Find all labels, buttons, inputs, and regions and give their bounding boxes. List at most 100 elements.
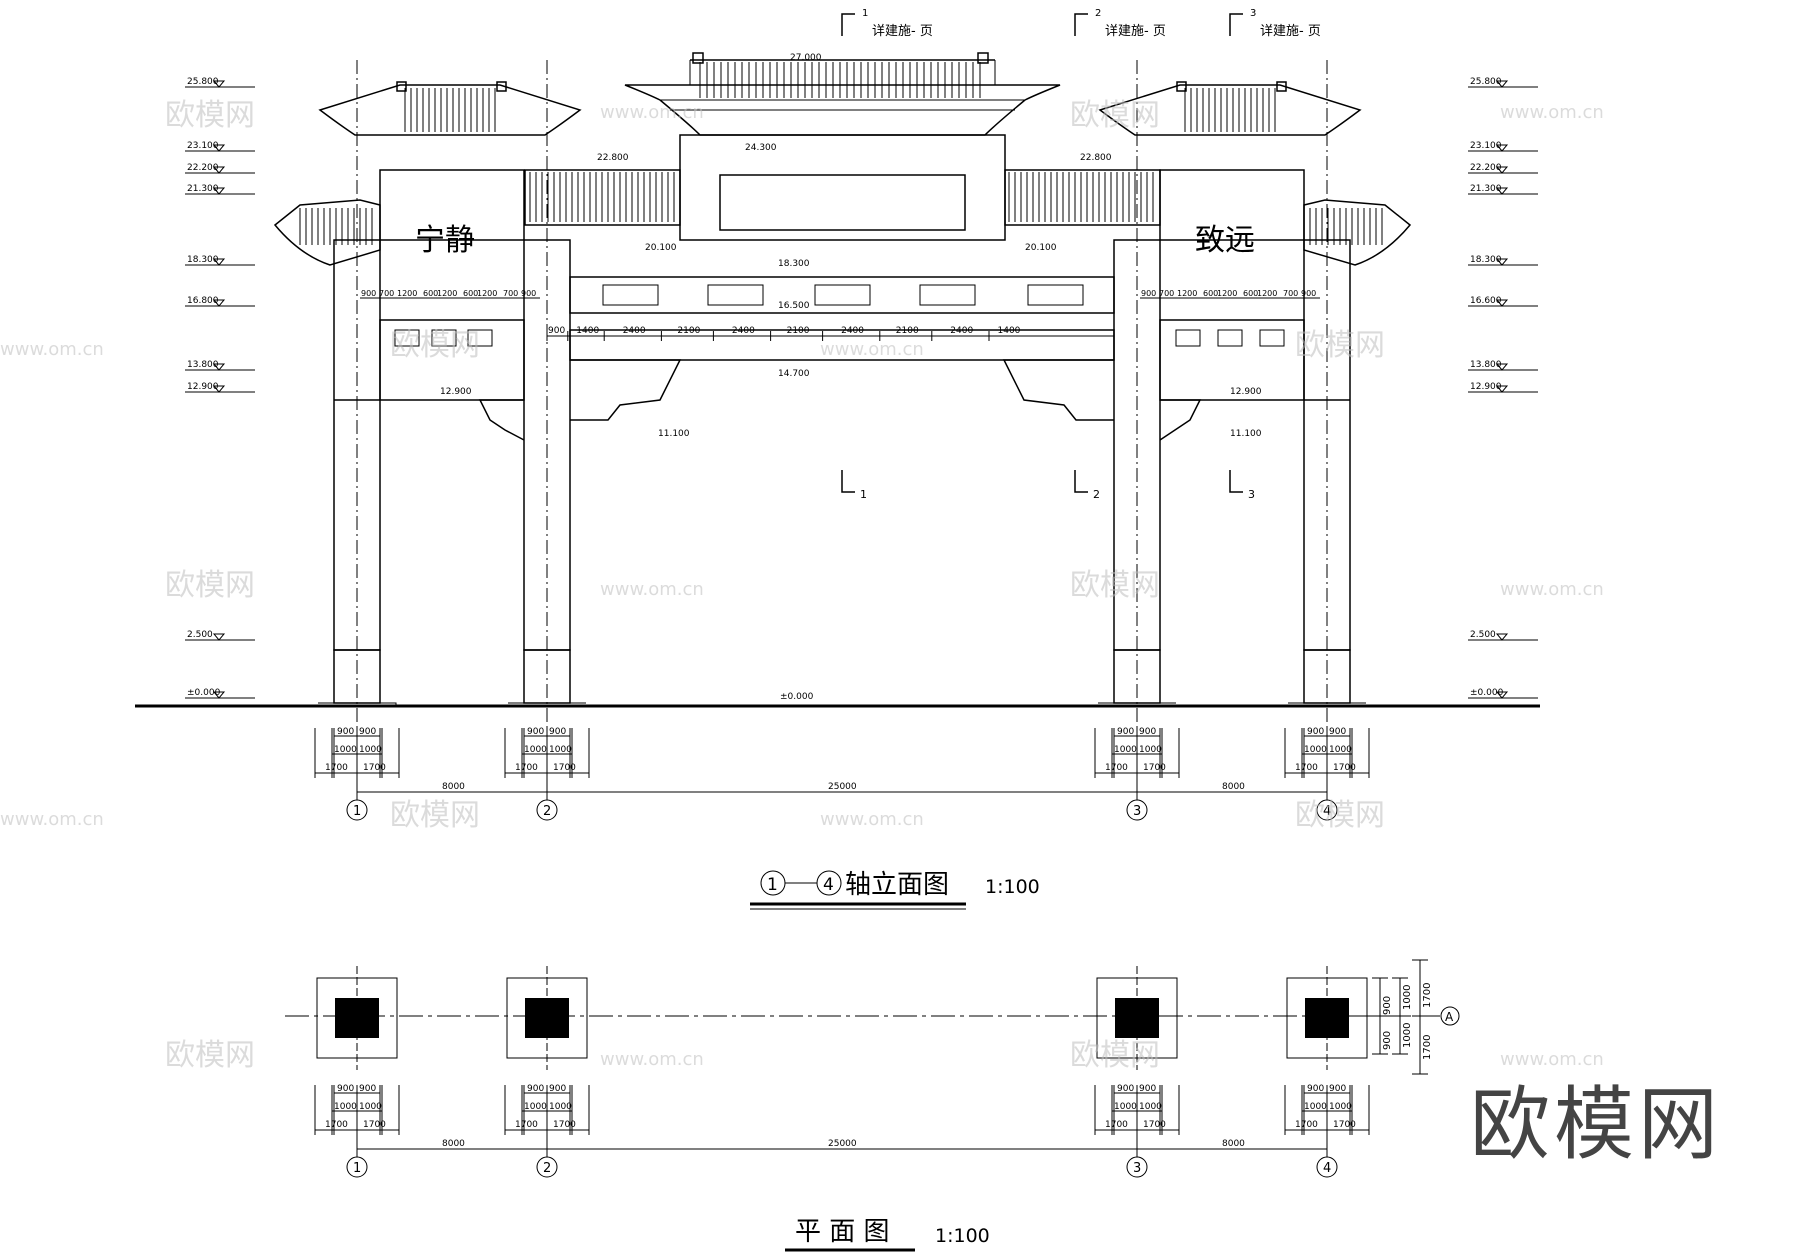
side-dim: 700	[379, 289, 394, 298]
detail-ref-3: 3 详建施- 页	[1229, 8, 1321, 39]
svg-text:4: 4	[823, 875, 834, 895]
svg-text:900: 900	[1382, 1031, 1393, 1050]
svg-text:900: 900	[337, 727, 354, 737]
svg-text:900: 900	[1307, 1084, 1324, 1094]
axis-number: 3	[1133, 804, 1141, 819]
level-label: 13.800	[1470, 360, 1502, 370]
svg-text:www.om.cn: www.om.cn	[1500, 102, 1604, 123]
elevation-title: 1 4 轴立面图 1:100	[750, 870, 1040, 910]
svg-text:1700: 1700	[1295, 763, 1318, 773]
svg-text:900: 900	[337, 1084, 354, 1094]
side-dim: 900	[1301, 289, 1316, 298]
central-roof	[624, 52, 1061, 136]
svg-text:27.000: 27.000	[790, 53, 822, 63]
svg-text:900: 900	[1117, 1084, 1134, 1094]
svg-text:12.900: 12.900	[440, 387, 472, 397]
svg-text:20.100: 20.100	[1025, 243, 1057, 253]
detail-ref-1: 1 详建施- 页	[841, 8, 933, 39]
side-dim: 900	[521, 289, 536, 298]
level-label: 23.100	[187, 141, 219, 151]
svg-text:www.om.cn: www.om.cn	[820, 339, 924, 360]
detail-ref-2: 2 详建施- 页	[1074, 8, 1166, 39]
svg-text:1000: 1000	[334, 1102, 357, 1112]
watermarks: 欧模网欧模网欧模网欧模网欧模网欧模网欧模网欧模网欧模网欧模网www.om.cnw…	[0, 98, 1604, 1073]
svg-text:1: 1	[860, 488, 867, 501]
svg-text:900: 900	[1329, 727, 1346, 737]
side-dim: 900	[361, 289, 376, 298]
svg-text:www.om.cn: www.om.cn	[0, 339, 104, 360]
side-dim: 900	[1141, 289, 1156, 298]
level-label: 16.600	[1470, 296, 1502, 306]
plaque-right-text: 致远	[1195, 223, 1255, 258]
side-dim: 600	[1243, 289, 1258, 298]
svg-text:8000: 8000	[1222, 1139, 1245, 1149]
side-beams	[334, 319, 1350, 441]
section-mark-2: 2	[1074, 470, 1100, 501]
axis-number: 1	[353, 1161, 361, 1176]
svg-text:详建施- 页: 详建施- 页	[1105, 24, 1166, 39]
svg-text:详建施- 页: 详建施- 页	[1260, 24, 1321, 39]
svg-text:www.om.cn: www.om.cn	[1500, 1049, 1604, 1070]
svg-text:欧模网: 欧模网	[165, 98, 255, 133]
side-dim: 700	[1283, 289, 1298, 298]
level-label: 21.300	[187, 184, 219, 194]
svg-text:1700: 1700	[363, 763, 386, 773]
svg-text:1000: 1000	[549, 1102, 572, 1112]
svg-text:900: 900	[549, 1084, 566, 1094]
axis-a-label: A	[1445, 1010, 1454, 1024]
detail-references: 1 详建施- 页 2 详建施- 页 3 详建施- 页 1 2 3	[841, 8, 1321, 501]
svg-text:1700: 1700	[1105, 1120, 1128, 1130]
plan-side-dims: 900 900 1000 1000 1700 1700 A	[1372, 959, 1460, 1075]
side-dim: 600	[423, 289, 438, 298]
axis-number: 2	[543, 1161, 551, 1176]
svg-text:900: 900	[1117, 727, 1134, 737]
svg-text:1: 1	[767, 875, 778, 895]
level-label: 25.800	[187, 77, 219, 87]
svg-text:11.100: 11.100	[1230, 429, 1262, 439]
svg-text:欧模网: 欧模网	[1295, 798, 1385, 833]
svg-text:900: 900	[527, 727, 544, 737]
svg-text:1000: 1000	[1329, 745, 1352, 755]
beam-dim: 2100	[677, 326, 700, 336]
svg-text:22.800: 22.800	[597, 153, 629, 163]
svg-text:1700: 1700	[1333, 1120, 1356, 1130]
beam-dim: 2400	[623, 326, 646, 336]
svg-text:1700: 1700	[325, 763, 348, 773]
beam-dim: 2400	[950, 326, 973, 336]
svg-text:25000: 25000	[828, 782, 857, 792]
svg-text:1000: 1000	[334, 745, 357, 755]
svg-text:2: 2	[1093, 488, 1100, 501]
level-label: ±0.000	[187, 688, 221, 698]
svg-text:www.om.cn: www.om.cn	[820, 809, 924, 830]
level-label: ±0.000	[1470, 688, 1504, 698]
svg-text:24.300: 24.300	[745, 143, 777, 153]
svg-text:18.300: 18.300	[778, 259, 810, 269]
svg-text:1000: 1000	[524, 745, 547, 755]
side-roofs	[273, 81, 1412, 266]
side-dim: 1200	[437, 289, 457, 298]
level-label: 2.500	[187, 630, 213, 640]
plan-title: 平 面 图 1:100	[785, 1217, 990, 1252]
elevation-scale: 1:100	[985, 876, 1040, 898]
side-dim: 600	[1203, 289, 1218, 298]
level-label: 22.200	[1470, 163, 1502, 173]
svg-text:1700: 1700	[515, 1120, 538, 1130]
svg-text:1000: 1000	[1139, 745, 1162, 755]
level-label: 18.300	[1470, 255, 1502, 265]
side-dim: 1200	[1177, 289, 1197, 298]
level-label: 22.200	[187, 163, 219, 173]
beam-dim: 1400	[998, 326, 1021, 336]
level-label: 16.800	[187, 296, 219, 306]
central-plaque	[719, 174, 966, 231]
svg-text:1700: 1700	[325, 1120, 348, 1130]
svg-text:1000: 1000	[1402, 1023, 1413, 1048]
svg-text:900: 900	[1307, 727, 1324, 737]
levels-left: 25.80023.10022.20021.30018.30016.80013.8…	[185, 77, 255, 699]
svg-text:14.700: 14.700	[778, 369, 810, 379]
svg-text:8000: 8000	[442, 1139, 465, 1149]
svg-text:20.100: 20.100	[645, 243, 677, 253]
svg-text:1700: 1700	[553, 1120, 576, 1130]
side-dim: 1200	[1217, 289, 1237, 298]
elevation-view: 宁静 致远	[135, 52, 1540, 800]
